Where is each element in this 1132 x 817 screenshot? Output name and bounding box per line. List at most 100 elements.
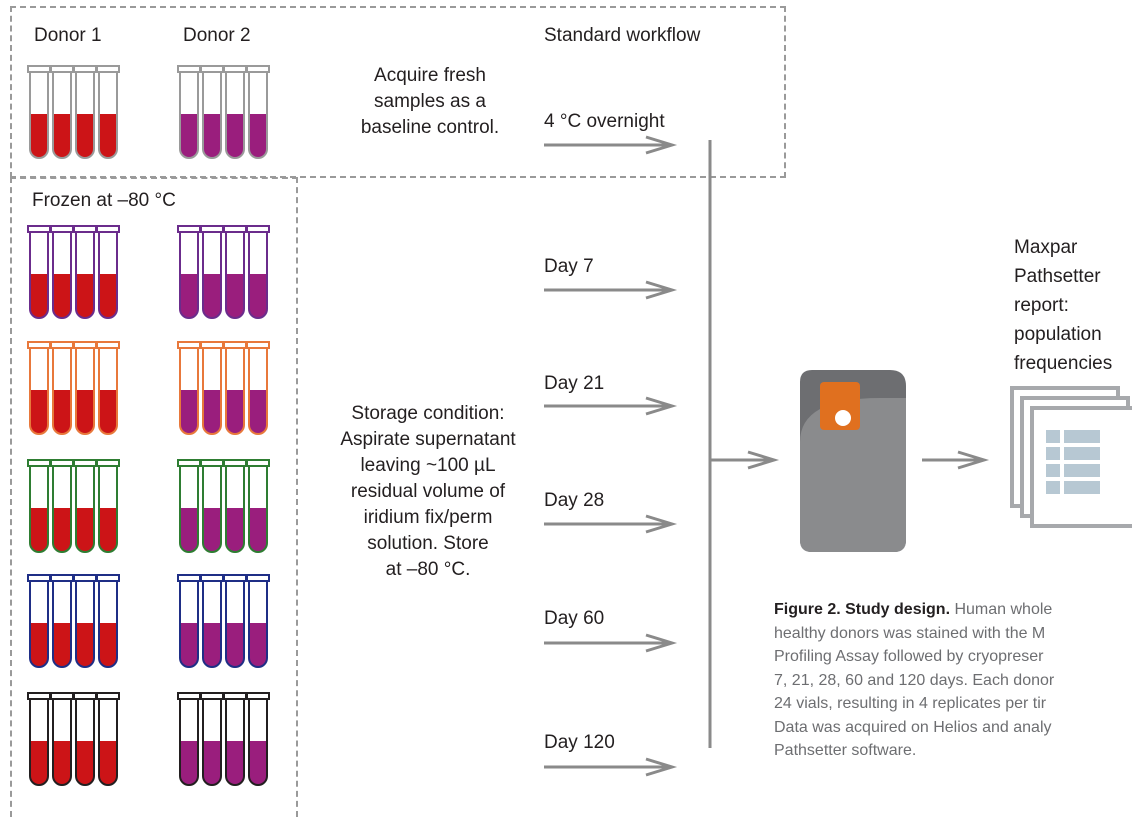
sample-tube-icon xyxy=(246,65,270,159)
tube-group-donor1 xyxy=(27,459,120,553)
tube-group-donor2 xyxy=(177,225,270,319)
caption-line: 7, 21, 28, 60 and 120 days. Each donor xyxy=(774,671,1055,689)
sample-tube-icon xyxy=(50,459,74,553)
sample-tube-icon xyxy=(223,459,247,553)
storage-line: at –80 °C. xyxy=(385,559,471,580)
donor2-label: Donor 2 xyxy=(183,25,251,46)
baseline-line: Acquire fresh xyxy=(374,65,486,86)
sample-tube-icon xyxy=(50,574,74,668)
baseline-line: samples as a xyxy=(374,91,486,112)
timepoint-day-120: Day 120 xyxy=(544,732,615,753)
sample-tube-icon xyxy=(73,574,97,668)
storage-line: solution. Store xyxy=(367,533,489,554)
arrows xyxy=(544,135,990,777)
storage-line: iridium fix/perm xyxy=(363,507,493,528)
baseline-box xyxy=(10,6,786,178)
sample-tube-icon xyxy=(223,341,247,435)
to-instrument-arrow xyxy=(710,450,780,470)
frozen-label: Frozen at –80 °C xyxy=(32,190,176,211)
sample-tube-icon xyxy=(177,225,201,319)
report-label-line: population xyxy=(1014,324,1102,345)
sample-tube-icon xyxy=(73,692,97,786)
tube-group-donor2 xyxy=(177,459,270,553)
tube-group-donor1 xyxy=(27,341,120,435)
timepoint-day-21: Day 21 xyxy=(544,373,605,394)
sample-tube-icon xyxy=(27,574,51,668)
tube-group-donor2 xyxy=(177,65,270,159)
tube-group-donor1 xyxy=(27,692,120,786)
sample-tube-icon xyxy=(50,692,74,786)
sample-tube-icon xyxy=(50,65,74,159)
standard-workflow-label: Standard workflow xyxy=(544,25,701,46)
sample-tube-icon xyxy=(27,65,51,159)
baseline-text: Acquire fresh samples as a baseline cont… xyxy=(330,63,530,141)
timepoint-arrow xyxy=(544,280,678,300)
sample-tube-icon xyxy=(246,692,270,786)
report-label-line: Pathsetter xyxy=(1014,266,1101,287)
sample-tube-icon xyxy=(177,692,201,786)
figure-caption: Figure 2. Study design. Human whole heal… xyxy=(774,598,1132,763)
tube-group-donor1 xyxy=(27,65,120,159)
caption-line: Pathsetter software. xyxy=(774,742,917,759)
tube-group-donor2 xyxy=(177,692,270,786)
sample-tube-icon xyxy=(200,341,224,435)
timepoint-day-28: Day 28 xyxy=(544,490,605,511)
sample-tube-icon xyxy=(200,692,224,786)
sample-tube-icon xyxy=(177,341,201,435)
storage-condition-text: Storage condition: Aspirate supernatant … xyxy=(318,401,538,583)
tube-groups xyxy=(27,65,270,786)
frozen-box xyxy=(10,177,298,817)
report-label: Maxpar Pathsetter report: population fre… xyxy=(1014,233,1112,378)
sample-tube-icon xyxy=(246,574,270,668)
sample-tube-icon xyxy=(96,341,120,435)
caption-line: 24 vials, resulting in 4 replicates per … xyxy=(774,695,1047,712)
sample-tube-icon xyxy=(246,225,270,319)
sample-tube-icon xyxy=(50,225,74,319)
sample-tube-icon xyxy=(177,574,201,668)
timepoint-arrow xyxy=(544,396,678,416)
report-stack-icon xyxy=(1010,386,1132,528)
timepoint-arrow xyxy=(544,135,678,155)
tube-group-donor1 xyxy=(27,574,120,668)
sample-tube-icon xyxy=(200,225,224,319)
sample-tube-icon xyxy=(27,459,51,553)
storage-line: Aspirate supernatant xyxy=(340,429,516,450)
storage-line: Storage condition: xyxy=(351,403,505,424)
timepoint-arrow xyxy=(544,514,678,534)
sample-tube-icon xyxy=(73,225,97,319)
report-label-line: frequencies xyxy=(1014,353,1113,374)
sample-tube-icon xyxy=(200,65,224,159)
timepoint-day-60: Day 60 xyxy=(544,608,605,629)
sample-tube-icon xyxy=(50,341,74,435)
report-label-line: Maxpar xyxy=(1014,237,1078,258)
caption-text: Human whole xyxy=(950,601,1053,618)
storage-line: leaving ~100 µL xyxy=(360,455,496,476)
storage-line: residual volume of xyxy=(350,481,506,502)
sample-tube-icon xyxy=(73,65,97,159)
caption-line: healthy donors was stained with the M xyxy=(774,624,1046,642)
sample-tube-icon xyxy=(223,574,247,668)
sample-tube-icon xyxy=(223,692,247,786)
sample-tube-icon xyxy=(27,225,51,319)
timepoint-arrow xyxy=(544,633,678,653)
sample-tube-icon xyxy=(27,341,51,435)
tube-group-donor2 xyxy=(177,574,270,668)
sample-tube-icon xyxy=(96,459,120,553)
sample-tube-icon xyxy=(96,65,120,159)
donor1-label: Donor 1 xyxy=(34,25,102,46)
sample-tube-icon xyxy=(246,459,270,553)
caption-line: Figure 2. Study design. Human whole xyxy=(774,598,1132,622)
sample-tube-icon xyxy=(27,692,51,786)
sample-tube-icon xyxy=(73,341,97,435)
timepoint-arrow xyxy=(544,757,678,777)
to-report-arrow xyxy=(922,450,990,470)
sample-tube-icon xyxy=(223,225,247,319)
sample-tube-icon xyxy=(200,459,224,553)
sample-tube-icon xyxy=(96,225,120,319)
tube-group-donor2 xyxy=(177,341,270,435)
report-label-line: report: xyxy=(1014,295,1069,316)
sample-tube-icon xyxy=(96,692,120,786)
caption-line: Data was acquired on Helios and analy xyxy=(774,718,1052,736)
sample-tube-icon xyxy=(73,459,97,553)
